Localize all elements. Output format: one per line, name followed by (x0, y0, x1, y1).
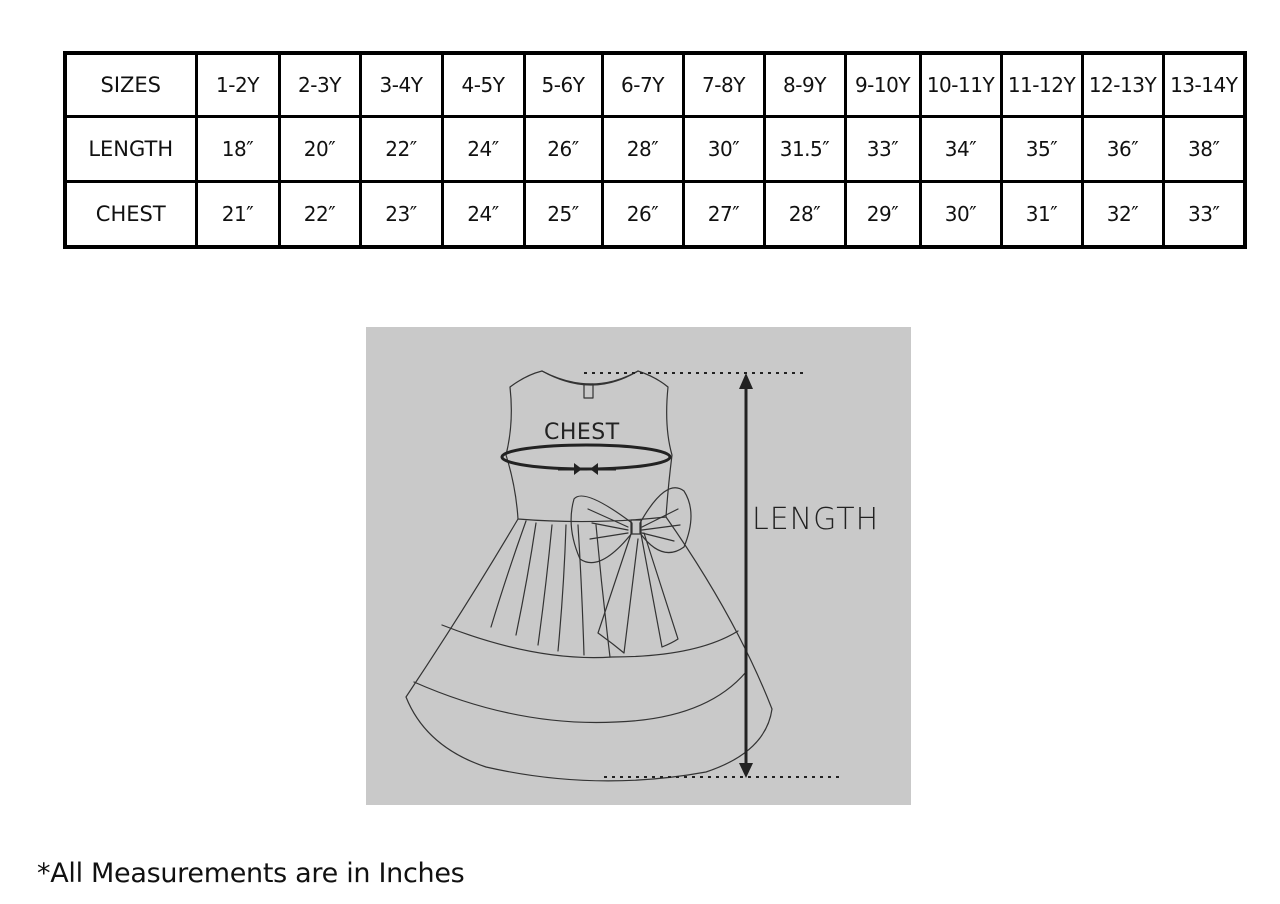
chest-cell: 24″ (440, 180, 526, 249)
chest-label: CHEST (544, 420, 620, 445)
size-cell: 4-5Y (440, 51, 526, 118)
length-arrow-up-icon (739, 373, 753, 389)
size-cell: 10-11Y (918, 51, 1003, 118)
chest-cell: 25″ (522, 180, 604, 249)
table-row-sizes: SIZES 1-2Y 2-3Y 3-4Y 4-5Y 5-6Y 6-7Y 7-8Y… (63, 51, 1247, 118)
length-cell: 24″ (440, 115, 526, 183)
chest-cell: 29″ (843, 180, 922, 249)
chest-cell: 22″ (277, 180, 362, 249)
chest-cell: 26″ (600, 180, 685, 249)
size-cell: 9-10Y (843, 51, 922, 118)
length-cell: 22″ (358, 115, 444, 183)
table-row-length: LENGTH 18″ 20″ 22″ 24″ 26″ 28″ 30″ 31.5″… (63, 115, 1247, 183)
length-cell: 20″ (277, 115, 362, 183)
bow-tail-left (597, 533, 639, 654)
length-cell: 18″ (194, 115, 281, 183)
length-cell: 33″ (843, 115, 922, 183)
table-row-chest: CHEST 21″ 22″ 23″ 24″ 25″ 26″ 27″ 28″ 29… (63, 180, 1247, 249)
skirt-band-lower (413, 671, 747, 724)
skirt-band-upper (441, 624, 739, 659)
length-arrow-down-icon (739, 763, 753, 778)
row-header-chest: CHEST (63, 180, 198, 249)
size-cell: 8-9Y (762, 51, 847, 118)
chest-cell: 23″ (358, 180, 444, 249)
size-cell: 5-6Y (522, 51, 604, 118)
dress-neckline (541, 370, 639, 386)
size-cell: 11-12Y (999, 51, 1084, 118)
dress-bodice (505, 370, 673, 523)
chest-measure-ellipse (500, 443, 672, 471)
size-cell: 1-2Y (194, 51, 281, 118)
size-cell: 7-8Y (681, 51, 766, 118)
length-cell: 35″ (999, 115, 1084, 183)
length-cell: 38″ (1161, 115, 1247, 183)
size-chart-table: SIZES 1-2Y 2-3Y 3-4Y 4-5Y 5-6Y 6-7Y 7-8Y… (63, 51, 1247, 249)
chest-arrow-right-icon (574, 463, 582, 475)
size-cell: 3-4Y (358, 51, 444, 118)
chest-cell: 33″ (1161, 180, 1247, 249)
length-label: LENGTH (752, 502, 880, 537)
length-cell: 36″ (1080, 115, 1165, 183)
chest-cell: 31″ (999, 180, 1084, 249)
row-header-length: LENGTH (63, 115, 198, 183)
length-cell: 26″ (522, 115, 604, 183)
chest-arrow-left-icon (590, 463, 598, 475)
chest-cell: 30″ (918, 180, 1003, 249)
bow-right-loop (639, 487, 692, 554)
row-header-sizes: SIZES (63, 51, 198, 118)
length-cell: 31.5″ (762, 115, 847, 183)
length-cell: 30″ (681, 115, 766, 183)
measurement-footnote: *All Measurements are in Inches (37, 858, 465, 889)
length-cell: 28″ (600, 115, 685, 183)
size-cell: 12-13Y (1080, 51, 1165, 118)
size-cell: 13-14Y (1161, 51, 1247, 118)
chest-cell: 32″ (1080, 180, 1165, 249)
bow-knot (630, 519, 642, 535)
chest-cell: 28″ (762, 180, 847, 249)
button-placket (583, 383, 594, 399)
chest-cell: 21″ (194, 180, 281, 249)
size-cell: 6-7Y (600, 51, 685, 118)
bow-left-loop (570, 495, 633, 564)
chest-cell: 27″ (681, 180, 766, 249)
dress-measurement-illustration: CHEST LENGTH (366, 327, 911, 805)
bow-tail-right (640, 532, 679, 648)
dress-drawing (405, 370, 844, 782)
size-cell: 2-3Y (277, 51, 362, 118)
length-cell: 34″ (918, 115, 1003, 183)
dress-skirt (405, 516, 773, 782)
